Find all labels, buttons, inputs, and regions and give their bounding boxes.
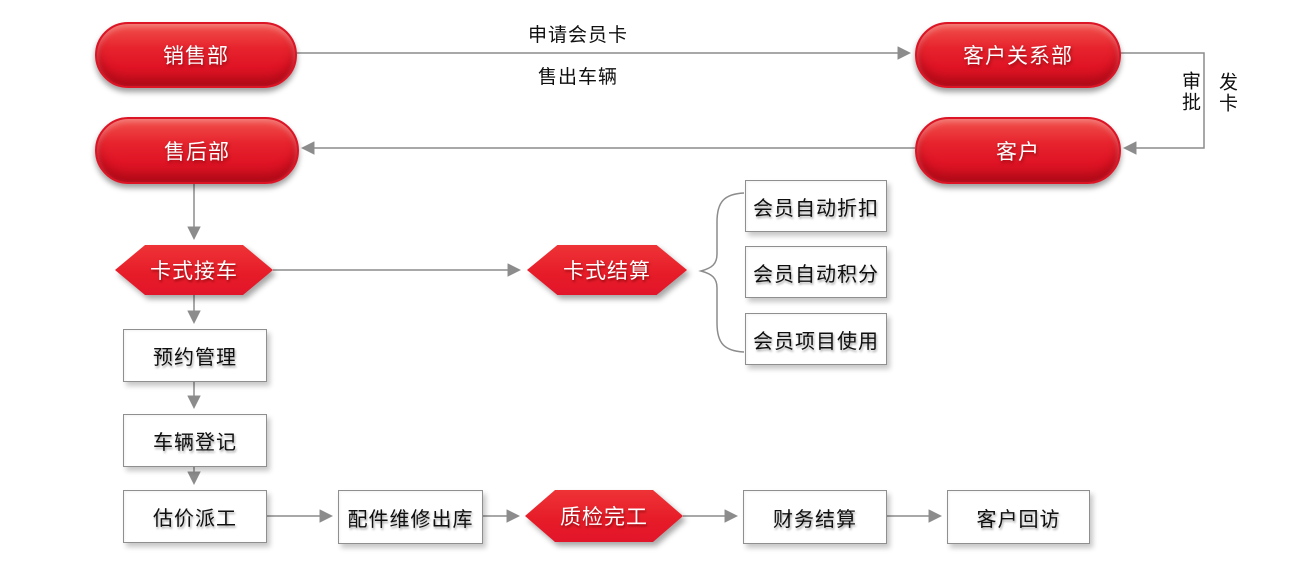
- node-member-discount: 会员自动折扣: [745, 180, 887, 232]
- edge-label-approve: 审批: [1179, 71, 1200, 113]
- node-crm-dept: 客户关系部: [915, 22, 1121, 88]
- brace-settlement-benefits: [698, 192, 745, 353]
- node-parts-outbound: 配件维修出库: [338, 490, 483, 544]
- edge-label-apply-card: 申请会员卡: [527, 25, 628, 46]
- node-card-reception-shape: 卡式接车: [115, 245, 273, 295]
- node-finance-settle-label: 财务结算: [773, 508, 857, 531]
- node-crm-dept-label: 客户关系部: [963, 45, 1073, 68]
- node-quality-done-shape: 质检完工: [525, 490, 683, 542]
- node-quality-done: 质检完工: [525, 490, 683, 542]
- node-member-usage: 会员项目使用: [745, 313, 887, 365]
- node-sales-dept: 销售部: [95, 22, 297, 88]
- node-after-sales-dept: 售后部: [95, 117, 299, 184]
- node-customer-label: 客户: [996, 140, 1040, 164]
- node-sales-dept-label: 销售部: [163, 45, 229, 68]
- node-member-points: 会员自动积分: [745, 246, 887, 298]
- node-customer-followup: 客户回访: [947, 490, 1090, 544]
- node-member-points-label: 会员自动积分: [753, 263, 879, 286]
- node-vehicle-register-label: 车辆登记: [153, 432, 237, 454]
- node-card-reception-label: 卡式接车: [150, 260, 238, 283]
- node-customer-followup-label: 客户回访: [976, 508, 1061, 531]
- node-vehicle-register: 车辆登记: [123, 414, 267, 467]
- node-parts-outbound-label: 配件维修出库: [347, 508, 474, 531]
- node-card-settlement: 卡式结算: [527, 245, 687, 295]
- node-appointment-mgmt-label: 预约管理: [153, 347, 237, 369]
- node-member-discount-label: 会员自动折扣: [753, 197, 879, 220]
- edge-label-issue-card: 发卡: [1216, 72, 1237, 114]
- node-card-settlement-shape: 卡式结算: [527, 245, 687, 295]
- node-member-usage-label: 会员项目使用: [753, 330, 879, 353]
- node-estimate-dispatch: 估价派工: [123, 490, 267, 543]
- node-card-settlement-label: 卡式结算: [563, 260, 651, 283]
- node-after-sales-dept-label: 售后部: [164, 140, 230, 164]
- node-finance-settle: 财务结算: [743, 490, 887, 544]
- node-estimate-dispatch-label: 估价派工: [153, 508, 237, 530]
- node-appointment-mgmt: 预约管理: [123, 329, 267, 382]
- node-customer: 客户: [915, 117, 1121, 184]
- node-card-reception: 卡式接车: [115, 245, 273, 295]
- node-quality-done-label: 质检完工: [560, 506, 648, 529]
- edge-label-sell-vehicle: 售出车辆: [537, 67, 618, 88]
